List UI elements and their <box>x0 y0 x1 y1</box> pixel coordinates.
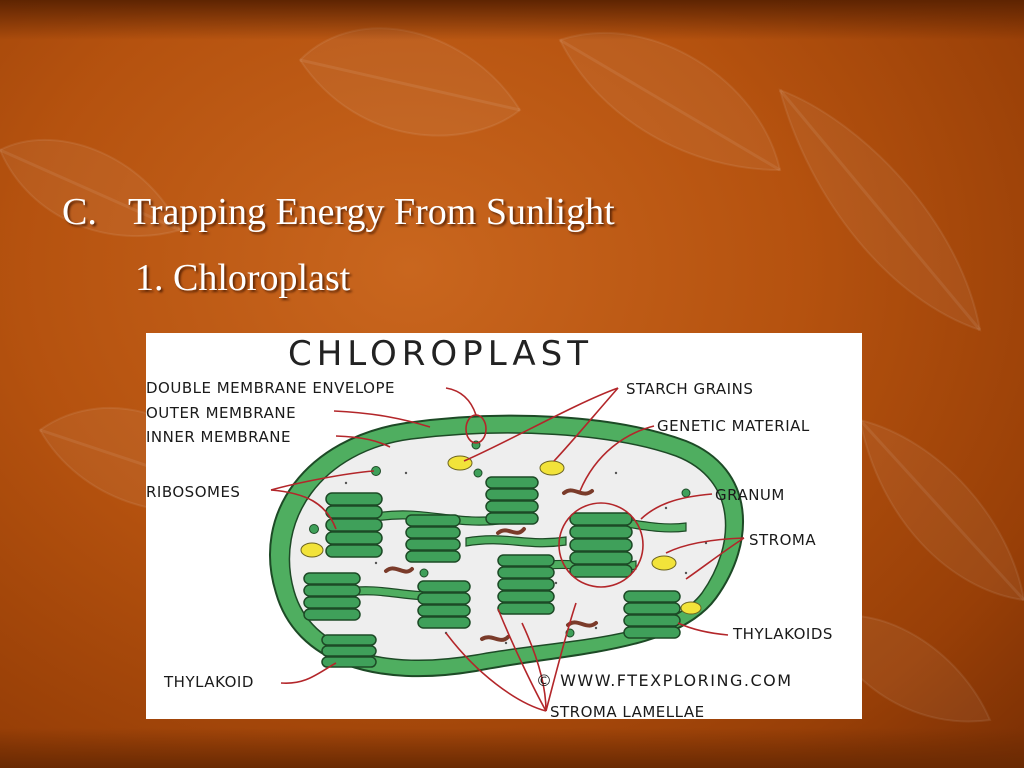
label-stroma-lamellae: STROMA LAMELLAE <box>550 703 705 719</box>
label-double-membrane-envelope: DOUBLE MEMBRANE ENVELOPE <box>146 379 395 397</box>
chloroplast-diagram: CHLOROPLAST <box>146 333 862 719</box>
granum-stack <box>497 554 555 615</box>
granum-stack <box>321 634 377 668</box>
inner-membrane-shape <box>288 432 727 661</box>
starch-grains <box>300 455 702 615</box>
heading-text: Trapping Energy From Sunlight <box>128 191 615 233</box>
label-granum: GRANUM <box>715 486 785 504</box>
granum-stack <box>405 514 461 563</box>
label-starch-grains: STARCH GRAINS <box>626 380 753 398</box>
label-outer-membrane: OUTER MEMBRANE <box>146 404 296 422</box>
genetic-material-strands <box>384 488 598 642</box>
label-stroma: STROMA <box>749 531 816 549</box>
granum-stack <box>325 492 383 558</box>
label-genetic-material: GENETIC MATERIAL <box>657 417 810 435</box>
slide-subheading: 1. Chloroplast <box>135 257 351 299</box>
granum-stack <box>417 580 471 629</box>
copyright-text: © WWW.FTEXPLORING.COM <box>536 671 793 690</box>
top-shade <box>0 0 1024 40</box>
slide-heading: C. Trapping Energy From Sunlight <box>62 190 615 234</box>
chloroplast-illustration: CHLOROPLAST <box>146 334 833 719</box>
label-inner-membrane: INNER MEMBRANE <box>146 428 291 446</box>
granum-stack <box>485 476 539 525</box>
granum-stack <box>303 572 361 621</box>
label-ribosomes: RIBOSOMES <box>146 483 240 501</box>
granum-highlight-circle <box>558 502 644 588</box>
bottom-shade <box>0 728 1024 768</box>
granum-stack <box>623 590 681 639</box>
leader-lines <box>270 387 745 712</box>
heading-marker: C. <box>62 191 97 233</box>
diagram-title: CHLOROPLAST <box>288 334 593 374</box>
granum-stack <box>569 512 633 578</box>
grana <box>303 476 681 668</box>
label-thylakoid: THYLAKOID <box>163 673 254 691</box>
label-thylakoids: THYLAKOIDS <box>732 625 833 643</box>
